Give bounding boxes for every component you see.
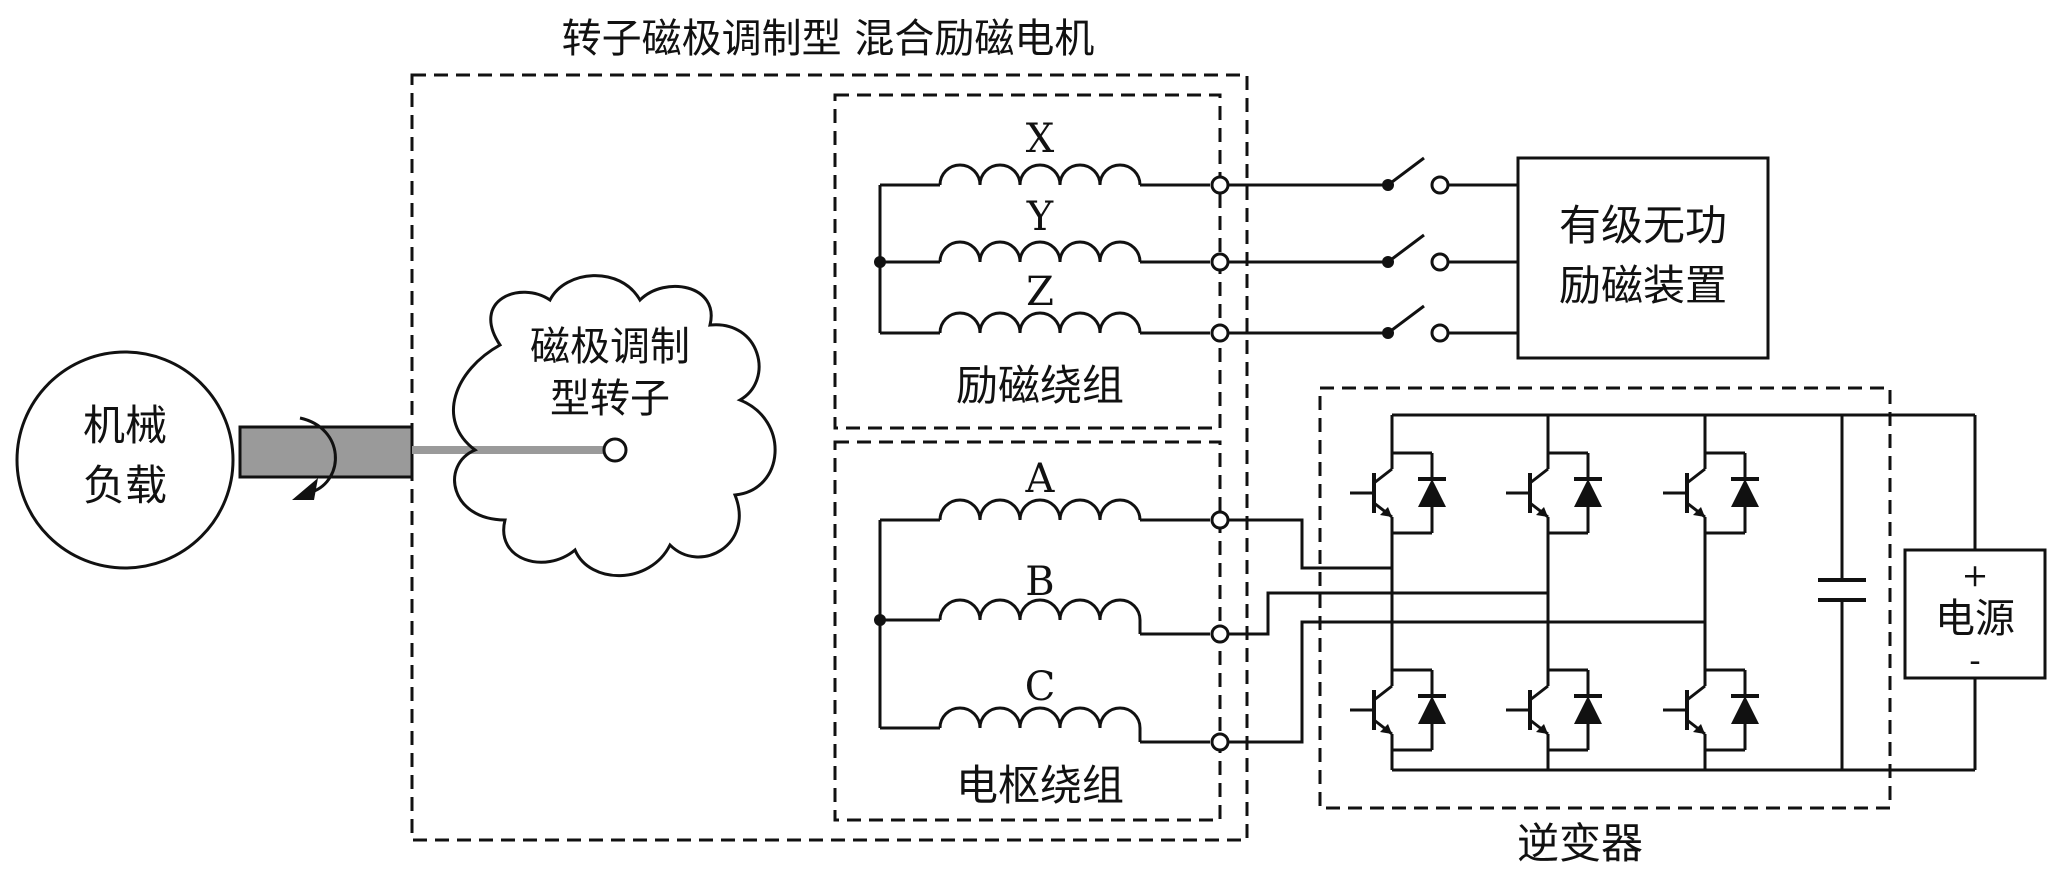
- load-label-line1: 机械: [83, 401, 167, 450]
- source-minus: -: [1969, 641, 1981, 681]
- source-label: 电源: [1935, 596, 2015, 642]
- phase-label-b: B: [1025, 559, 1054, 605]
- motor-boundary: [412, 75, 1247, 840]
- exciter-label-line1: 有级无功: [1559, 201, 1727, 250]
- phase-label-a: A: [1025, 456, 1056, 502]
- reactive-exciter: 有级无功 励磁装置: [1518, 158, 1768, 358]
- power-source: + 电源 -: [1905, 550, 2045, 681]
- field-winding: X Y Z 励磁绕组: [874, 116, 1210, 410]
- phase-label-z: Z: [1026, 269, 1054, 315]
- source-plus: +: [1962, 556, 1989, 594]
- field-winding-label: 励磁绕组: [956, 361, 1124, 410]
- inverter-boundary: [1320, 388, 1890, 808]
- mechanical-load: 机械 负载: [17, 352, 233, 568]
- phase-label-c: C: [1025, 664, 1056, 710]
- field-switches: [1212, 158, 1518, 341]
- load-label-line2: 负载: [83, 461, 167, 510]
- motor-title: 转子磁极调制型 混合励磁电机: [562, 16, 1095, 62]
- rotor-label-line1: 磁极调制: [530, 324, 690, 370]
- armature-winding: A B C 电枢绕组: [874, 456, 1210, 810]
- armature-winding-label: 电枢绕组: [956, 761, 1124, 810]
- phase-label-y: Y: [1026, 194, 1054, 240]
- armature-terminals: [1212, 512, 1705, 750]
- inverter-label: 逆变器: [1517, 819, 1643, 868]
- phase-label-x: X: [1026, 116, 1055, 162]
- exciter-label-line2: 励磁装置: [1559, 261, 1727, 310]
- rotor-label-line2: 型转子: [550, 376, 670, 422]
- modulated-rotor: 磁极调制 型转子: [453, 276, 775, 576]
